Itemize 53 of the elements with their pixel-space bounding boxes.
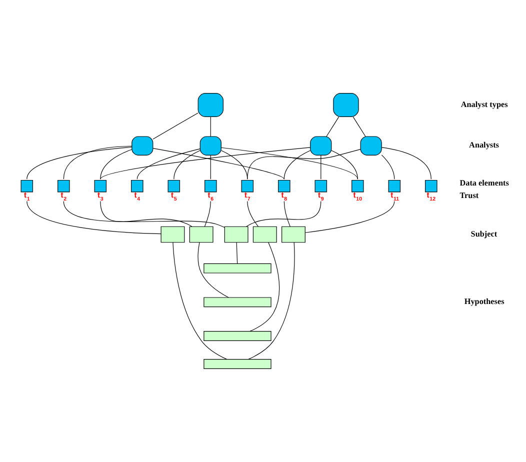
connector [26,146,132,180]
node-box [200,136,222,156]
node-box [204,359,272,369]
connector [210,155,211,180]
node-box [204,263,272,274]
connector [63,146,132,180]
connector [352,116,366,137]
connector [247,149,361,180]
node-box [224,226,248,243]
connector [63,200,225,228]
connector [326,116,340,137]
connector [381,154,395,180]
label: Analysts [469,140,499,150]
node-box [132,136,154,156]
connector [382,147,432,180]
connector [172,242,228,360]
node-box [333,93,359,117]
connector [248,242,295,360]
node-box [160,226,185,243]
connector [320,155,322,180]
connector [236,242,238,264]
connector [100,147,311,180]
label: Hypotheses [464,297,504,306]
connector [284,200,290,227]
connector [249,242,280,332]
node-box [189,226,214,243]
node-box [204,331,272,341]
node-box [282,226,306,243]
connector [331,150,358,180]
connector [204,200,211,227]
label: Trust [460,190,479,200]
connector [152,112,198,140]
label: Subject [470,229,498,238]
connector [247,200,258,227]
connector [100,200,192,227]
connector [100,149,132,180]
node-box [252,226,277,243]
connector [136,148,200,180]
node-box [360,136,382,156]
node-box [198,93,224,117]
connector [210,116,211,137]
label: Data elements [460,178,509,188]
connector [220,147,358,180]
connector [284,150,311,180]
node-box [310,136,332,156]
connector [198,242,229,298]
connector [174,150,200,180]
connector [26,200,162,234]
label: Analyst types [460,100,508,109]
connector [304,200,395,233]
node-box [204,297,272,308]
connector [152,148,284,180]
connector [246,200,322,227]
